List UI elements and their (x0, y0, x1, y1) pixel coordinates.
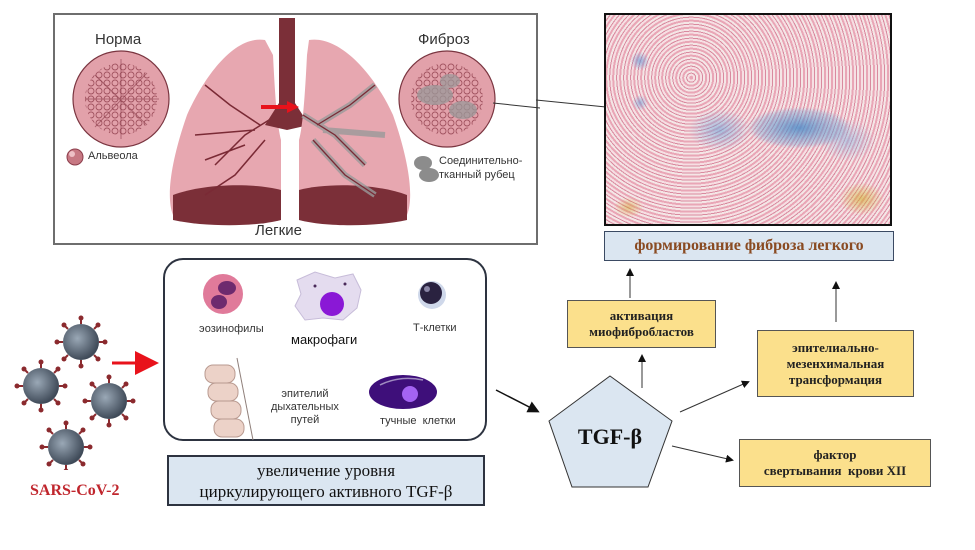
tgf-beta-label: TGF-β (577, 424, 643, 449)
epithelium-label-line2: дыхательных (271, 401, 339, 413)
bronchi (265, 103, 309, 130)
scar-label: Соединительно- тканный рубец (439, 154, 522, 182)
scar-tissue-icon (414, 156, 439, 182)
macrophages-label: макрофаги (291, 332, 358, 347)
macrophage-icon (294, 271, 362, 321)
red-arrow-icon (261, 101, 299, 113)
connector-line-extension (536, 99, 606, 108)
airway-epithelium-label: эпителий дыхательных путей (271, 388, 339, 427)
immune-cells-panel: эозинофилы макрофаги Т-клетки эпителий д… (163, 258, 487, 441)
alveolus-label: Альвеола (88, 150, 138, 162)
emt-line3: трансформация (788, 371, 883, 387)
scar-label-line1: Соединительно- (439, 155, 523, 167)
fibrosis-label: Фиброз (418, 31, 470, 48)
mast-cells-label: тучные клетки (380, 415, 456, 427)
cells-to-tgf-arrow (495, 389, 540, 413)
cells-drawing (203, 271, 446, 441)
tgf-level-line1: увеличение уровня (256, 460, 396, 480)
trachea (279, 18, 295, 103)
tgf-beta-pentagon (548, 375, 673, 488)
myofibroblast-activation-box: активация миофибробластов (567, 300, 716, 348)
t-cells-label: Т-клетки (413, 322, 457, 334)
tgf-level-line2: циркулирующего активного TGF-β (199, 481, 453, 501)
tgf-to-emt-arrow (679, 380, 750, 413)
factor-xii-line2: свертывания крови XII (763, 463, 907, 478)
sars-cov-2-label: SARS-CoV-2 (30, 482, 120, 499)
right-lung (299, 39, 411, 226)
epithelium-label-line3: путей (290, 414, 320, 426)
connector-line (492, 102, 540, 109)
myofibroblast-line2: миофибробластов (589, 324, 694, 339)
eosinophil-icon (203, 274, 243, 314)
normal-label: Норма (95, 31, 142, 48)
fibrosis-alveoli-circle (398, 50, 496, 148)
eosinophils-label: эозинофилы (199, 323, 264, 335)
emt-line1: эпителиально- (792, 339, 879, 355)
scar-label-line2: тканный рубец (439, 169, 515, 181)
lung-fibrosis-histology-image (604, 13, 892, 226)
lung-illustration-panel: Норма Фиброз Альвеола Соединительно- тка… (53, 13, 540, 245)
factor-xii-line1: фактор (813, 447, 857, 462)
lungs-drawing (66, 18, 540, 226)
circulating-tgf-level-box: увеличение уровня циркулирующего активно… (167, 455, 485, 506)
epithelium-label-line1: эпителий (281, 388, 329, 400)
alveolus-highlight (69, 151, 75, 157)
lung-fibrosis-formation-caption: формирование фиброза легкого (604, 231, 894, 261)
emt-box: эпителиально- мезенхимальная трансформац… (757, 330, 914, 397)
myofibroblast-line1: активация (609, 308, 674, 323)
tgf-to-factor-xii-arrow (671, 445, 734, 463)
left-lung (169, 39, 281, 226)
lungs-label: Легкие (255, 222, 302, 239)
airway-epithelium-icon (204, 357, 254, 441)
coagulation-factor-xii-box: фактор свертывания крови XII (739, 439, 931, 487)
t-cell-icon (418, 281, 446, 309)
emt-line2: мезенхимальная (786, 355, 885, 371)
normal-alveoli-circle (72, 50, 170, 148)
mast-cell-icon (369, 375, 437, 409)
